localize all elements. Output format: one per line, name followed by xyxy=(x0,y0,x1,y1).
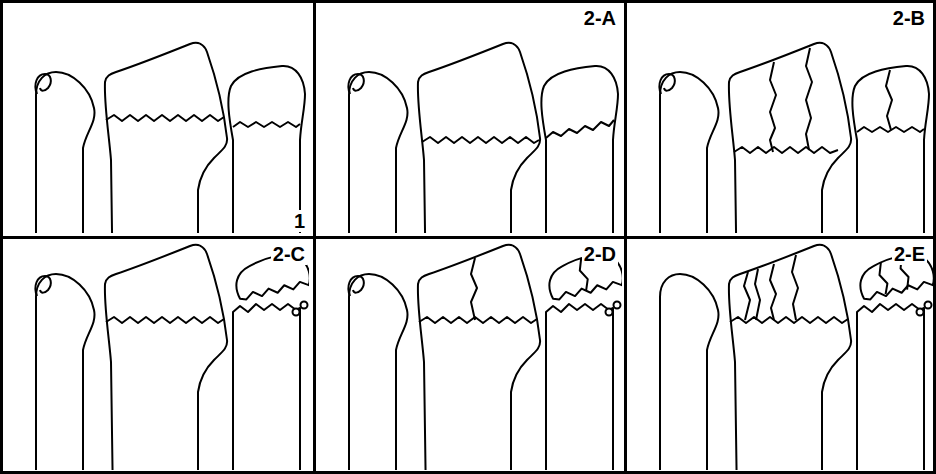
radius-bone xyxy=(418,43,540,233)
panel-label: 2-C xyxy=(271,243,307,265)
fracture-line xyxy=(106,115,224,121)
wrist-figure xyxy=(35,43,305,233)
wrist-figure xyxy=(348,245,622,470)
classification-panel: 2-E xyxy=(624,236,936,474)
radius-bone xyxy=(729,43,851,233)
bone-chip xyxy=(301,302,308,309)
classification-panel: 2-C xyxy=(0,236,316,474)
radius-lateral-shaft xyxy=(546,304,613,470)
radius-lateral-shaft xyxy=(857,304,924,470)
bone-chip xyxy=(614,302,621,309)
ulnar-styloid xyxy=(659,74,674,94)
ulna-bone xyxy=(36,274,95,470)
ulna-bone xyxy=(36,72,95,233)
fracture-line xyxy=(233,122,300,127)
bone-chip xyxy=(925,302,932,309)
wrist-figure xyxy=(348,43,618,233)
wrist-figure xyxy=(660,245,933,470)
radius-lateral xyxy=(852,66,929,233)
ulnar-styloid xyxy=(348,276,363,296)
fracture-line xyxy=(792,255,798,320)
ulna-bone xyxy=(660,274,719,470)
fracture-line xyxy=(770,264,776,320)
fracture-line xyxy=(546,120,614,138)
ulnar-styloid xyxy=(35,276,50,296)
fracture-line xyxy=(877,262,890,295)
fracture-line xyxy=(806,48,812,150)
radius-bone xyxy=(418,245,540,470)
classification-panel: 2-D xyxy=(313,236,627,474)
radius-lateral xyxy=(228,66,305,233)
fracture-line xyxy=(744,272,750,320)
radius-bone xyxy=(105,245,227,470)
fracture-line xyxy=(106,317,224,323)
radius-lateral xyxy=(541,66,618,233)
ulnar-styloid xyxy=(348,74,363,94)
classification-panel: 1 xyxy=(0,0,316,239)
panel-label: 2-D xyxy=(582,243,618,265)
classification-panel: 2-A xyxy=(313,0,627,239)
bone-chip xyxy=(917,309,924,316)
bone-chip xyxy=(606,309,613,316)
panel-label: 2-A xyxy=(582,7,618,29)
ulna-bone xyxy=(349,72,408,233)
radius-lateral-shaft xyxy=(233,304,300,470)
radius-bone xyxy=(105,43,227,233)
panel-label: 2-B xyxy=(891,7,927,29)
classification-panel: 2-B xyxy=(624,0,936,239)
fracture-line xyxy=(419,317,537,323)
ulna-bone xyxy=(349,274,408,470)
fracture-line xyxy=(422,137,539,143)
wrist-figure xyxy=(659,43,929,233)
panel-label: 2-E xyxy=(892,243,927,265)
bone-chip xyxy=(293,309,300,316)
wrist-figure xyxy=(35,245,309,470)
radius-bone xyxy=(729,245,851,470)
fracture-line xyxy=(471,258,477,320)
fracture-line xyxy=(770,62,776,152)
ulnar-styloid xyxy=(35,74,50,94)
fracture-line xyxy=(734,147,838,153)
panel-label: 1 xyxy=(292,210,307,232)
ulna-bone xyxy=(660,72,719,233)
fracture-line xyxy=(730,317,848,323)
fracture-line xyxy=(886,70,892,130)
fracture-line xyxy=(755,269,760,320)
